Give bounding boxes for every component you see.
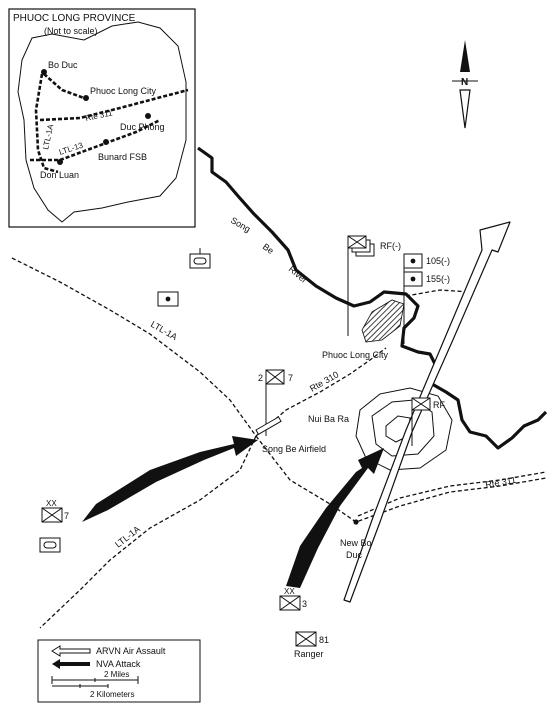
- label-new-bo-duc-line2: Duc: [346, 550, 363, 560]
- label-nui-ba-ra: Nui Ba Ra: [308, 414, 349, 424]
- unit-ranger-81: 81 Ranger: [294, 631, 329, 659]
- unit-artillery-105-label: 105(-): [426, 256, 450, 266]
- nva-attack-arrow-south: [286, 448, 384, 588]
- unit-airfield-left-label: 2: [258, 373, 263, 383]
- unit-airfield-right-label: 7: [288, 373, 293, 383]
- legend-nva-arrow: [52, 659, 90, 669]
- inset-road-ltl13: [30, 118, 161, 162]
- label-river-river: River: [287, 264, 310, 285]
- label-rte310: Rte 310: [308, 369, 340, 393]
- unit-ranger-81-number: 81: [319, 635, 329, 645]
- song-be-airfield-runway: [255, 416, 282, 436]
- unit-rf-city: RF(-): [347, 235, 401, 336]
- legend-miles-label: 2 Miles: [104, 670, 129, 679]
- legend: ARVN Air Assault NVA Attack 2 Miles 2 Ki…: [37, 639, 201, 703]
- contour-middle: [371, 399, 435, 457]
- label-river-be: Be: [261, 241, 276, 256]
- unit-rf-mountain: RF: [411, 397, 445, 446]
- unit-nva-3-echelon: XX: [284, 587, 295, 596]
- inset-map: PHUOC LONG PROVINCE (Not to scale) Bo Du…: [8, 8, 196, 228]
- road-ltl1a-north: [11, 257, 257, 437]
- inset-dot-don-luan: [57, 159, 63, 165]
- north-arrow: N: [452, 40, 478, 129]
- phuoc-long-city-area: [361, 299, 405, 343]
- inset-title: PHUOC LONG PROVINCE: [13, 13, 136, 24]
- song-be-river: [197, 146, 548, 450]
- unit-ranger-label: Ranger: [294, 649, 324, 659]
- inset-province-outline: [17, 21, 187, 223]
- north-arrow-needle-bottom: [459, 89, 471, 129]
- unit-nva-7-echelon: XX: [46, 499, 57, 508]
- inset-subtitle: (Not to scale): [44, 26, 98, 36]
- legend-km-label: 2 Kilometers: [90, 690, 134, 699]
- inset-road-connector: [43, 73, 85, 100]
- inset-frame: [8, 8, 196, 228]
- road-ltl1a-south: [39, 435, 257, 629]
- unit-armor-south: [39, 537, 61, 553]
- label-ltl1a-north: LTL-1A: [149, 319, 179, 342]
- contour-outer: [355, 387, 453, 471]
- inset-dot-duc-phong: [145, 113, 151, 119]
- inset-label-don-luan: Don Luan: [40, 170, 79, 180]
- legend-arvn-arrow: [51, 645, 91, 657]
- inset-label-bo-duc: Bo Duc: [48, 60, 78, 70]
- legend-arvn-label: ARVN Air Assault: [96, 646, 166, 656]
- unit-nva-3-label: 3: [302, 599, 307, 609]
- north-arrow-needle-top: [460, 40, 470, 72]
- unit-nva-7-label: 7: [64, 511, 69, 521]
- inset-dot-bunard-fsb: [103, 139, 109, 145]
- inset-label-duc-phong: Duc Phong: [120, 122, 165, 132]
- unit-nva-7: XX 7: [41, 499, 69, 523]
- inset-label-phuoc-long-city: Phuoc Long City: [90, 86, 157, 96]
- road-rte311-double: [357, 471, 547, 517]
- inset-dot-bo-duc: [41, 69, 47, 75]
- label-song-be-airfield: Song Be Airfield: [262, 444, 326, 454]
- unit-nva-3: XX 3: [279, 587, 307, 611]
- label-ltl1a-south: LTL-1A: [113, 524, 142, 550]
- legend-nva-label: NVA Attack: [96, 659, 141, 669]
- road-east-spur: [405, 289, 471, 297]
- new-bo-duc-dot: [353, 519, 359, 525]
- unit-rf-city-label: RF(-): [380, 241, 401, 251]
- label-new-bo-duc-line1: New Bo: [340, 538, 372, 548]
- road-rte310: [255, 347, 387, 437]
- north-arrow-label: N: [461, 77, 468, 88]
- unit-artillery-155-label: 155(-): [426, 274, 450, 284]
- inset-road-rte311: [39, 88, 189, 122]
- nva-attack-arrow-west: [82, 436, 258, 522]
- unit-armor-north: [189, 248, 211, 269]
- inset-road-ltl1a: [34, 73, 59, 174]
- unit-artillery-west: [157, 291, 179, 307]
- unit-artillery: 105(-) 155(-): [403, 253, 450, 344]
- label-river-song: Song: [229, 215, 252, 234]
- unit-rf-mountain-label: RF: [433, 400, 445, 410]
- inset-dot-phuoc-long-city: [83, 95, 89, 101]
- inset-label-bunard-fsb: Bunard FSB: [98, 152, 147, 162]
- label-phuoc-long-city: Phuoc Long City: [322, 350, 389, 360]
- label-rte311: Rte 311: [485, 475, 517, 490]
